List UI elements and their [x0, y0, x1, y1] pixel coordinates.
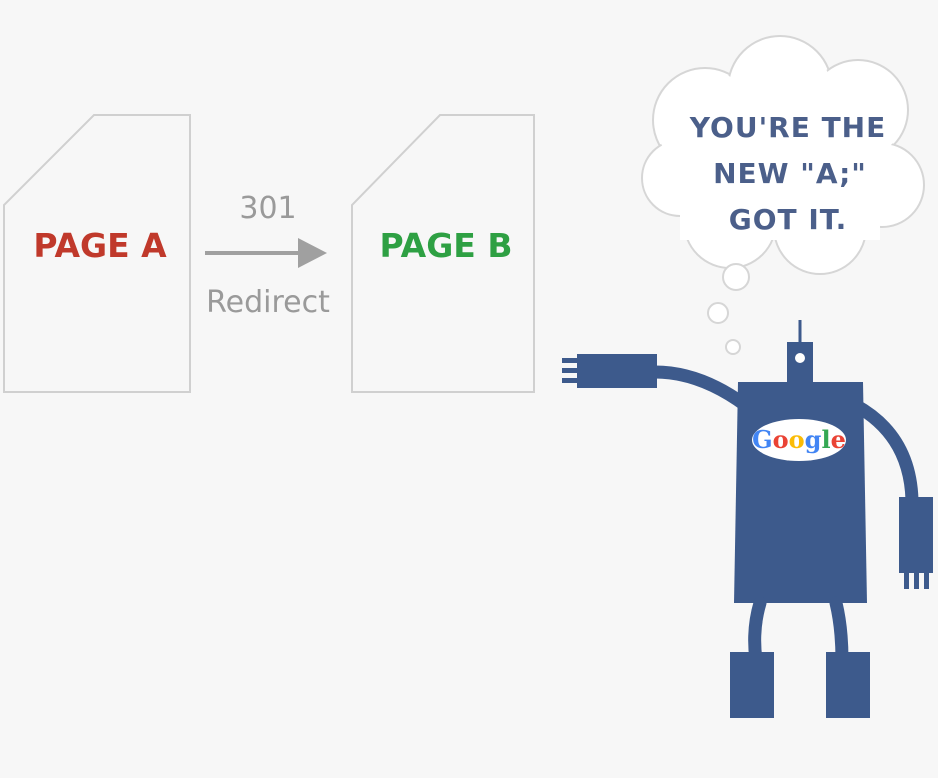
robot-right-arm	[848, 398, 919, 507]
robot-left-fingers	[562, 358, 577, 383]
page-a-document: PAGE A	[3, 114, 191, 393]
redirect-label: Redirect	[206, 285, 330, 320]
robot-left-arm	[648, 365, 752, 412]
google-logo-letter: l	[821, 425, 830, 454]
google-robot: Google	[562, 320, 933, 718]
robot-left-leg	[748, 596, 767, 667]
page-b-document: PAGE B	[351, 114, 535, 393]
robot-eye	[795, 353, 805, 363]
thought-dot-large	[722, 263, 750, 291]
google-logo-letter: g	[805, 425, 822, 454]
page-b-sheet	[351, 114, 535, 393]
redirect-code: 301	[239, 191, 296, 226]
robot-right-foot	[826, 652, 870, 718]
thought-dot-medium	[707, 302, 729, 324]
google-logo-text: Google	[752, 425, 846, 454]
arrow-right-icon	[298, 238, 327, 268]
google-logo-badge	[752, 419, 846, 461]
redirect-arrow-group: 301 Redirect	[205, 191, 330, 320]
robot-left-foot	[730, 652, 774, 718]
google-logo-letter: G	[752, 425, 773, 454]
robot-body	[734, 382, 867, 603]
page-b-label: PAGE B	[380, 226, 513, 265]
google-logo-letter: o	[789, 425, 805, 454]
page-a-sheet	[3, 114, 191, 393]
google-logo-letter: o	[773, 425, 789, 454]
thought-dot-small	[725, 339, 741, 355]
robot-left-hand	[577, 354, 657, 388]
robot-right-leg	[829, 596, 849, 667]
robot-right-fingers	[904, 573, 929, 589]
thought-line-3: GOT IT.	[729, 203, 848, 236]
thought-bubble: YOU'RE THE NEW "A;" GOT IT.	[641, 35, 925, 355]
google-logo-letter: e	[831, 425, 846, 454]
thought-line-2: NEW "A;"	[713, 157, 867, 190]
thought-line-1: YOU'RE THE	[689, 111, 886, 144]
page-a-label: PAGE A	[33, 226, 167, 265]
robot-right-hand	[899, 497, 933, 573]
